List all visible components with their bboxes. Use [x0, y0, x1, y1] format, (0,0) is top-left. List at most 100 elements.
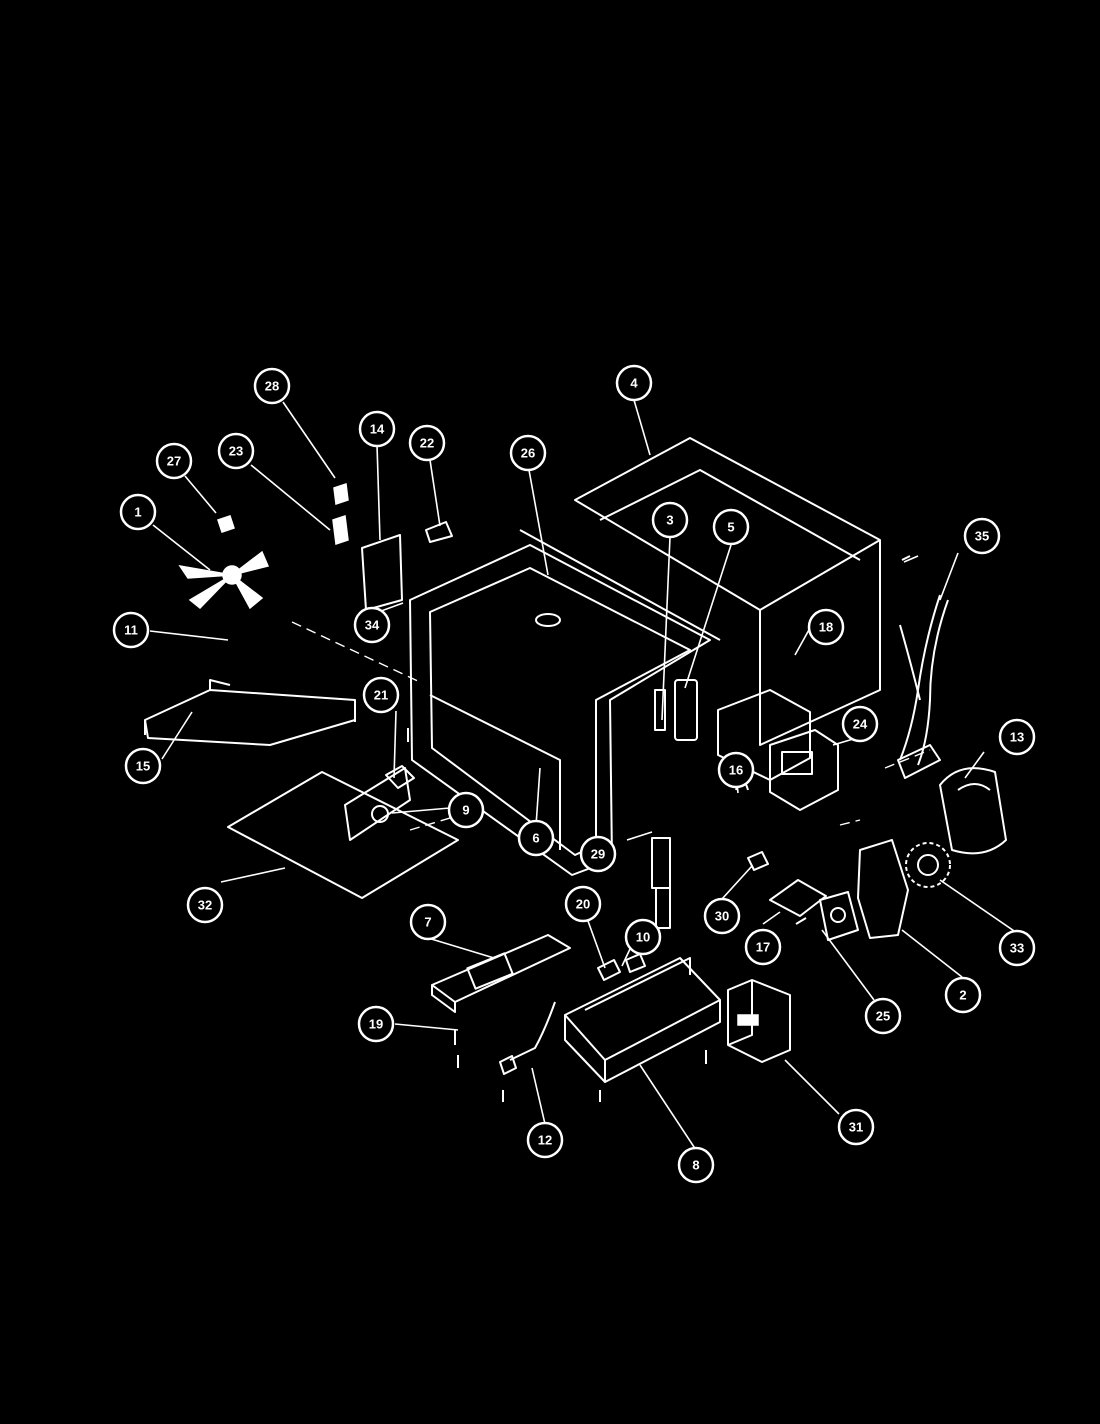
callout-circle [837, 1108, 875, 1146]
callout-label: 10 [636, 930, 650, 945]
callout-circle [579, 835, 617, 873]
callout-circle [124, 747, 162, 785]
callout-label: 21 [374, 688, 388, 703]
callout-7: 7 [409, 903, 447, 941]
callout-26: 26 [509, 434, 547, 472]
callout-circle [712, 508, 750, 546]
callout-9: 9 [447, 791, 485, 829]
callout-label: 9 [462, 803, 469, 818]
motor-bracket [819, 839, 909, 941]
callout-34: 34 [353, 606, 391, 644]
interlock-parts [654, 679, 698, 741]
callout-label: 12 [538, 1133, 552, 1148]
callout-circle [517, 819, 555, 857]
callout-label: 30 [715, 909, 729, 924]
callout-label: 19 [369, 1017, 383, 1032]
fuse-holder [597, 953, 646, 981]
callout-circle [119, 493, 157, 531]
callout-circle [864, 997, 902, 1035]
callout-circle [717, 751, 755, 789]
blower-wheel [905, 842, 951, 888]
callout-circle [998, 718, 1036, 756]
callout-circle [112, 611, 150, 649]
callout-22: 22 [408, 424, 446, 462]
magnetron [717, 689, 839, 811]
blower-housing [939, 767, 1007, 855]
screws [407, 555, 911, 1102]
callout-label: 3 [666, 513, 673, 528]
leader-lines [149, 399, 1018, 1151]
interlock-29 [651, 837, 671, 929]
callout-4: 4 [615, 364, 653, 402]
callout-circle [353, 606, 391, 644]
callout-25: 25 [864, 997, 902, 1035]
callout-label: 18 [819, 620, 833, 635]
callout-label: 4 [630, 376, 638, 391]
callout-circle [509, 434, 547, 472]
wire-harness [897, 594, 949, 779]
plate-7 [431, 934, 571, 1013]
callout-2: 2 [944, 976, 982, 1014]
callout-label: 32 [198, 898, 212, 913]
callout-circle [963, 517, 1001, 555]
callout-label: 35 [975, 529, 989, 544]
callout-label: 15 [136, 759, 150, 774]
callout-35: 35 [963, 517, 1001, 555]
callout-label: 6 [532, 831, 539, 846]
callout-label: 28 [265, 379, 279, 394]
callout-label: 5 [727, 520, 734, 535]
callout-circle [744, 928, 782, 966]
callout-label: 7 [424, 915, 431, 930]
callout-10: 10 [624, 918, 662, 956]
callout-5: 5 [712, 508, 750, 546]
callout-27: 27 [155, 442, 193, 480]
callout-label: 8 [692, 1158, 699, 1173]
callout-15: 15 [124, 747, 162, 785]
callout-11: 11 [112, 611, 150, 649]
callout-32: 32 [186, 886, 224, 924]
callout-label: 29 [591, 847, 605, 862]
wire-lead-12 [499, 1001, 556, 1075]
callout-label: 11 [124, 623, 138, 638]
callout-label: 14 [370, 422, 385, 437]
capacitor-diode [735, 779, 827, 917]
callout-label: 17 [756, 940, 770, 955]
switch-21 [385, 765, 415, 789]
callout-circle [362, 676, 400, 714]
mounting-plate [227, 771, 459, 899]
callout-circle [624, 918, 662, 956]
callout-3: 3 [651, 501, 689, 539]
callout-30: 30 [703, 897, 741, 935]
callout-label: 25 [876, 1009, 890, 1024]
callout-20: 20 [564, 885, 602, 923]
callout-label: 16 [729, 763, 743, 778]
callout-label: 24 [853, 717, 868, 732]
callout-1: 1 [119, 493, 157, 531]
callout-17: 17 [744, 928, 782, 966]
callout-circle [677, 1146, 715, 1184]
callout-label: 2 [959, 988, 966, 1003]
callout-8: 8 [677, 1146, 715, 1184]
callout-circle [807, 608, 845, 646]
callout-18: 18 [807, 608, 845, 646]
callout-24: 24 [841, 705, 879, 743]
callout-label: 23 [229, 444, 243, 459]
callout-19: 19 [357, 1005, 395, 1043]
callout-circle [703, 897, 741, 935]
callout-label: 20 [576, 897, 590, 912]
cavity-frame [409, 529, 721, 876]
callout-29: 29 [579, 835, 617, 873]
callout-circle [841, 705, 879, 743]
callout-circle [408, 424, 446, 462]
base-plate [564, 957, 721, 1083]
callout-label: 33 [1010, 941, 1024, 956]
callout-circle [526, 1121, 564, 1159]
callout-circle [944, 976, 982, 1014]
callout-21: 21 [362, 676, 400, 714]
callout-12: 12 [526, 1121, 564, 1159]
callout-circle [155, 442, 193, 480]
callout-33: 33 [998, 929, 1036, 967]
callout-label: 22 [420, 436, 434, 451]
callout-circle [409, 903, 447, 941]
drip-tray [144, 679, 356, 746]
